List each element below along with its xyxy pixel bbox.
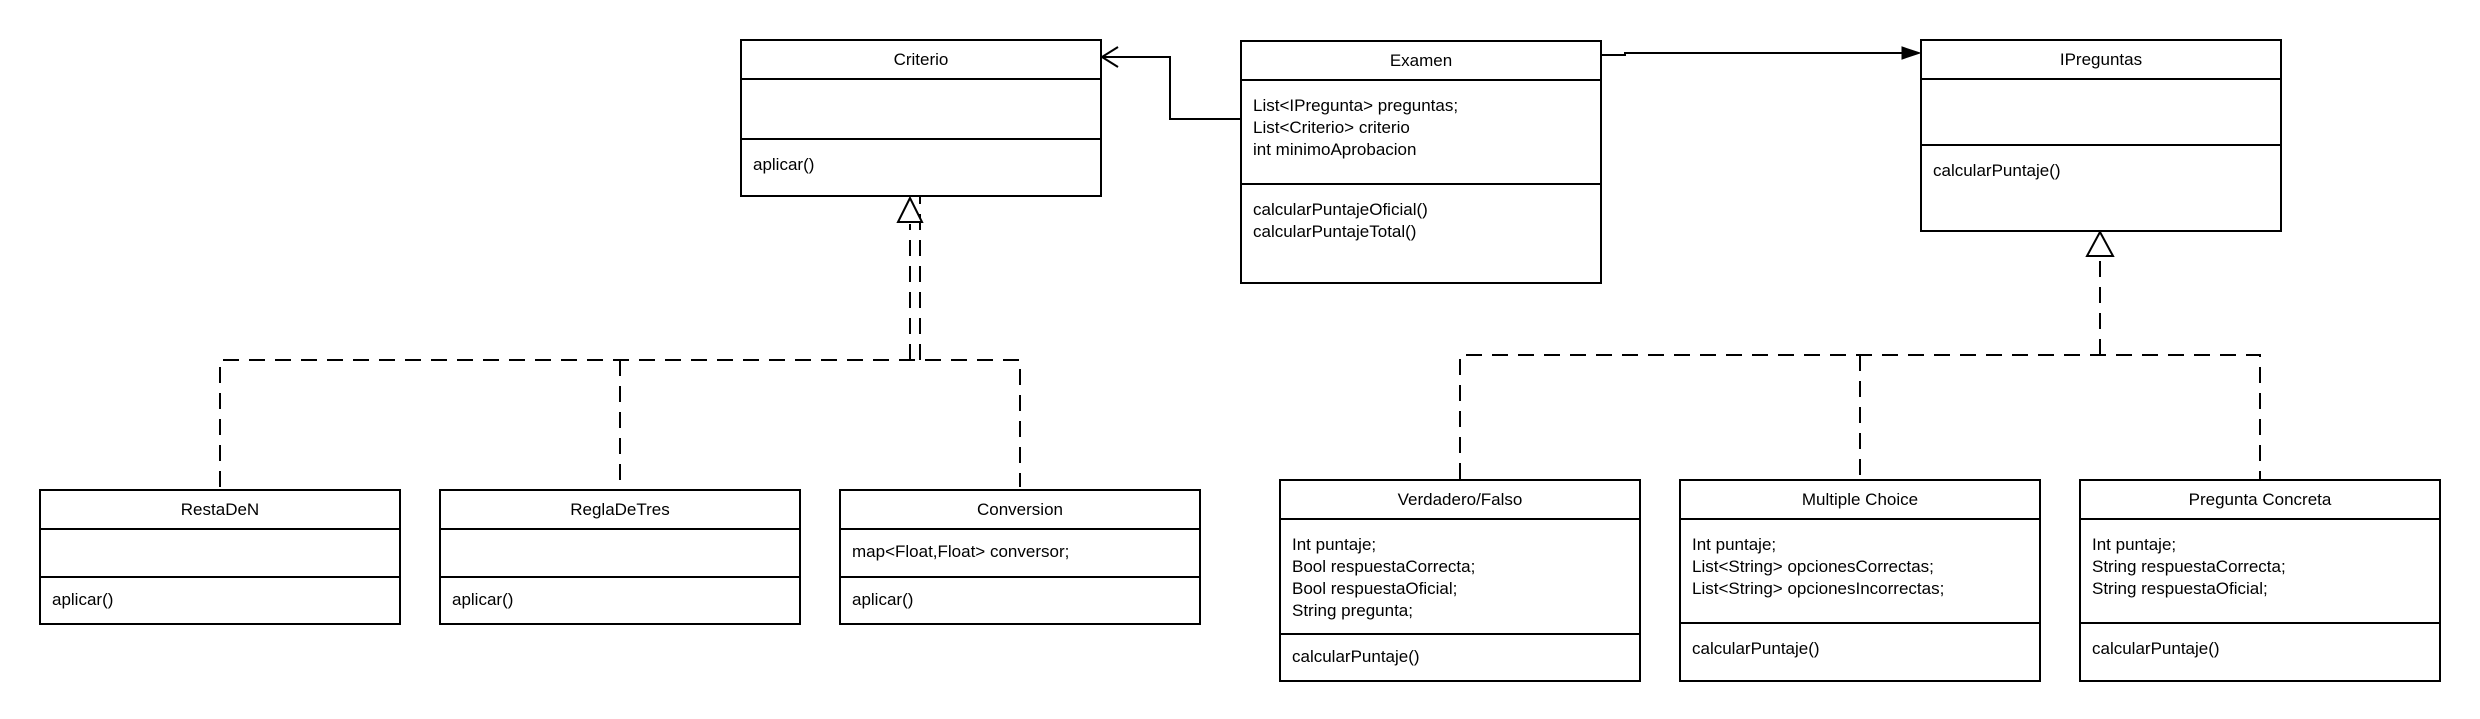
method: calcularPuntaje() [1692,639,1820,658]
class-criterio[interactable]: Criterio aplicar() [740,39,1102,197]
ipreguntas-realization-lines [1459,256,2261,479]
class-restaden[interactable]: RestaDeN aplicar() [39,489,401,625]
class-criterio-header: Criterio [742,41,1100,80]
class-regladetres-attributes [441,530,799,578]
class-verdaderofalso-attributes: Int puntaje; Bool respuestaCorrecta; Boo… [1281,520,1639,635]
examen-criterio-association [1102,56,1240,120]
class-restaden-methods: aplicar() [41,578,399,623]
class-name: IPreguntas [2059,49,2143,69]
class-name: Pregunta Concreta [2188,489,2332,509]
attribute: Bool respuestaOficial; [1292,579,1458,598]
examen-ipreguntas-arrowhead [1901,46,1922,60]
criterio-realization-triangle [896,195,924,223]
method: aplicar() [852,590,914,609]
class-ipreguntas-header: IPreguntas [1922,41,2280,80]
class-ipreguntas[interactable]: IPreguntas calcularPuntaje() [1920,39,2282,232]
class-examen[interactable]: Examen List<IPregunta> preguntas; List<C… [1240,40,1602,284]
class-name: Verdadero/Falso [1397,489,1523,509]
attribute: map<Float,Float> conversor; [852,542,1070,561]
class-name: Multiple Choice [1801,489,1919,509]
method: calcularPuntaje() [2092,639,2220,658]
class-conversion-attributes: map<Float,Float> conversor; [841,530,1199,578]
class-examen-header: Examen [1242,42,1600,81]
class-preguntaconcreta-header: Pregunta Concreta [2081,481,2439,520]
attribute: int minimoAprobacion [1253,140,1417,159]
class-multiplechoice[interactable]: Multiple Choice Int puntaje; List<String… [1679,479,2041,682]
attribute: Int puntaje; [1692,535,1777,554]
attribute: List<String> opcionesCorrectas; [1692,557,1934,576]
attribute: String respuestaOficial; [2092,579,2268,598]
method: calcularPuntaje() [1933,161,2061,180]
class-preguntaconcreta-methods: calcularPuntaje() [2081,624,2439,680]
method: calcularPuntajeTotal() [1253,222,1417,241]
method: aplicar() [753,155,815,174]
class-criterio-attributes [742,80,1100,140]
class-name: ReglaDeTres [570,499,670,519]
class-criterio-methods: aplicar() [742,140,1100,195]
attribute: List<IPregunta> preguntas; [1253,96,1459,115]
class-verdaderofalso[interactable]: Verdadero/Falso Int puntaje; Bool respue… [1279,479,1641,682]
attribute: Int puntaje; [1292,535,1377,554]
attribute: String pregunta; [1292,601,1413,620]
examen-criterio-arrowhead [1100,46,1119,68]
class-conversion-methods: aplicar() [841,578,1199,623]
class-preguntaconcreta[interactable]: Pregunta Concreta Int puntaje; String re… [2079,479,2441,682]
class-name: RestaDeN [180,499,260,519]
class-examen-methods: calcularPuntajeOficial() calcularPuntaje… [1242,185,1600,282]
class-regladetres-methods: aplicar() [441,578,799,623]
attribute: List<String> opcionesIncorrectas; [1692,579,1945,598]
class-multiplechoice-attributes: Int puntaje; List<String> opcionesCorrec… [1681,520,2039,624]
attribute: List<Criterio> criterio [1253,118,1410,137]
class-conversion[interactable]: Conversion map<Float,Float> conversor; a… [839,489,1201,625]
class-name: Criterio [893,49,949,69]
method: aplicar() [52,590,114,609]
class-regladetres[interactable]: ReglaDeTres aplicar() [439,489,801,625]
ipreguntas-realization-triangle [2085,229,2115,257]
class-conversion-header: Conversion [841,491,1199,530]
class-preguntaconcreta-attributes: Int puntaje; String respuestaCorrecta; S… [2081,520,2439,624]
class-name: Conversion [977,499,1063,519]
class-regladetres-header: ReglaDeTres [441,491,799,530]
criterio-realization-lines [219,197,1021,487]
method: calcularPuntajeOficial() [1253,200,1428,219]
class-ipreguntas-methods: calcularPuntaje() [1922,146,2280,230]
class-examen-attributes: List<IPregunta> preguntas; List<Criterio… [1242,81,1600,185]
class-multiplechoice-header: Multiple Choice [1681,481,2039,520]
class-name: Examen [1389,50,1453,70]
attribute: Bool respuestaCorrecta; [1292,557,1476,576]
method: calcularPuntaje() [1292,647,1420,666]
method: aplicar() [452,590,514,609]
attribute: String respuestaCorrecta; [2092,557,2286,576]
class-restaden-attributes [41,530,399,578]
class-restaden-header: RestaDeN [41,491,399,530]
class-ipreguntas-attributes [1922,80,2280,146]
class-verdaderofalso-methods: calcularPuntaje() [1281,635,1639,680]
attribute: Int puntaje; [2092,535,2177,554]
class-multiplechoice-methods: calcularPuntaje() [1681,624,2039,680]
examen-ipreguntas-association [1601,52,1902,56]
class-verdaderofalso-header: Verdadero/Falso [1281,481,1639,520]
